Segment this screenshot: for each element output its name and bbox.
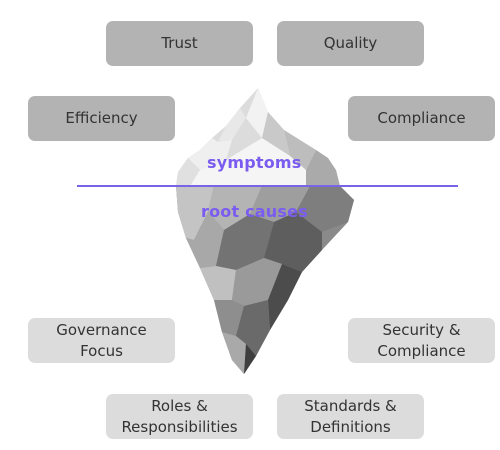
symptom-box-quality: Quality bbox=[277, 21, 424, 66]
symptom-box-efficiency: Efficiency bbox=[28, 96, 175, 141]
symptom-box-compliance: Compliance bbox=[348, 96, 495, 141]
root-causes-label: root causes bbox=[201, 202, 308, 221]
symptom-box-trust: Trust bbox=[106, 21, 253, 66]
iceberg-tip bbox=[176, 88, 340, 186]
root-cause-box-governance-focus: Governance Focus bbox=[28, 318, 175, 363]
root-cause-box-roles-responsibilities: Roles & Responsibilities bbox=[106, 394, 253, 439]
waterline bbox=[77, 185, 458, 187]
root-cause-box-security-compliance: Security & Compliance bbox=[348, 318, 495, 363]
iceberg-body bbox=[176, 186, 354, 374]
symptoms-label: symptoms bbox=[207, 153, 302, 172]
root-cause-box-standards-definitions: Standards & Definitions bbox=[277, 394, 424, 439]
